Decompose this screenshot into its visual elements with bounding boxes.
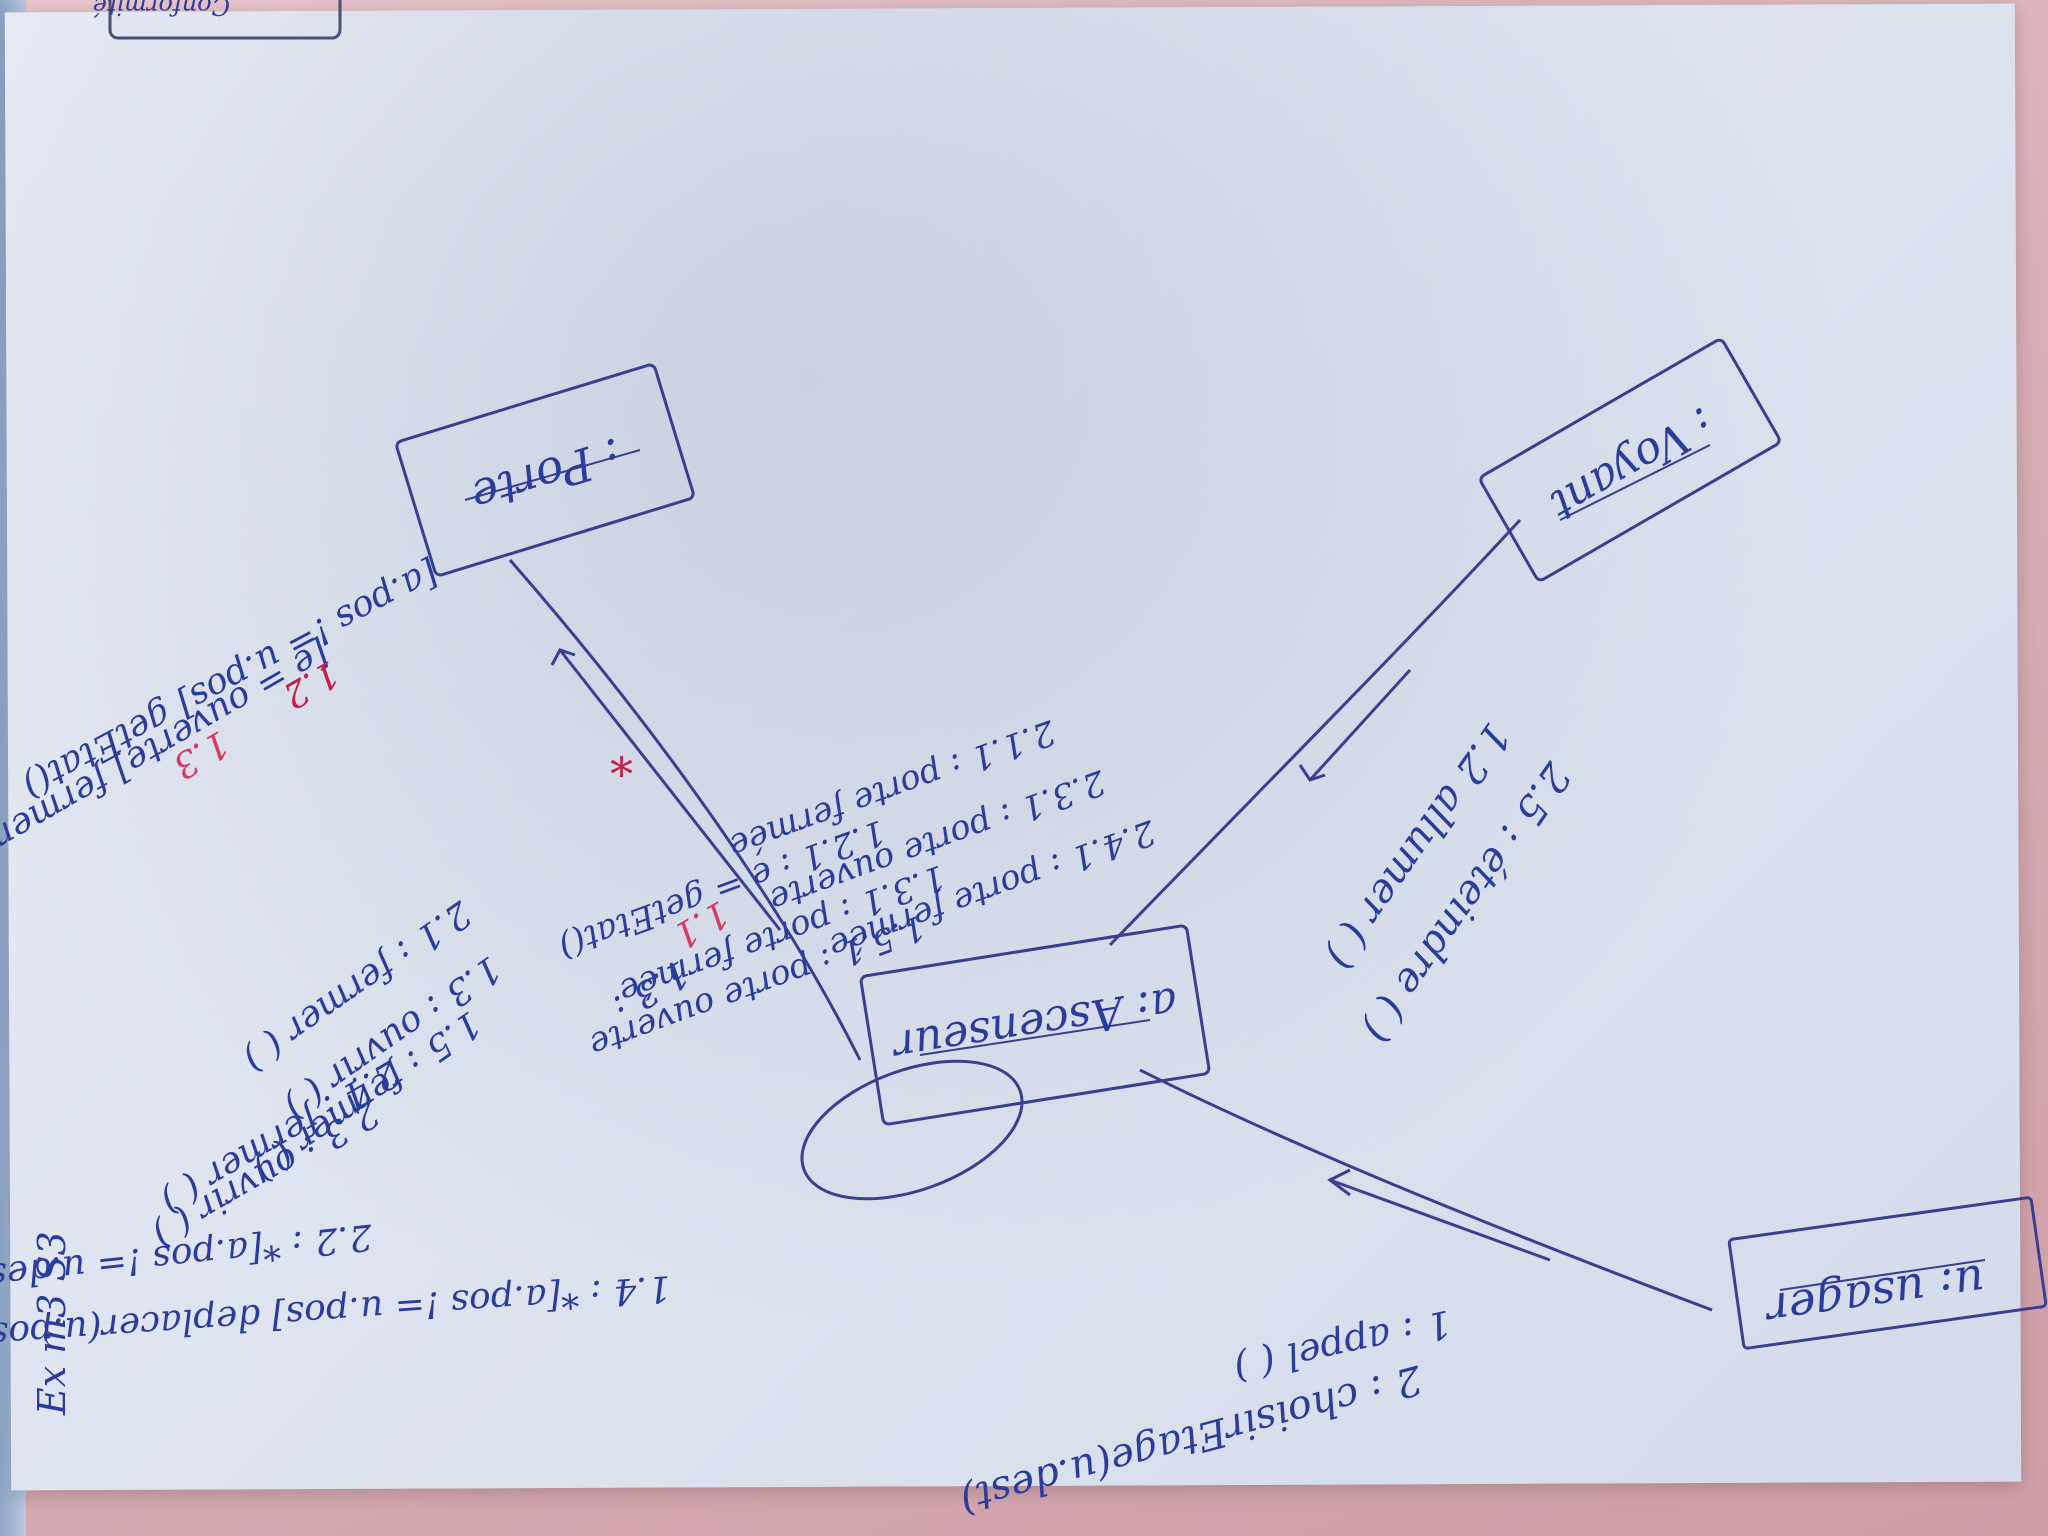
porte-label: : Porte — [465, 427, 629, 524]
object-voyant: : Voyant — [1479, 338, 1781, 582]
corner-stamp-text: Conformité — [93, 0, 230, 20]
object-usager: u: usager — [1727, 1196, 2048, 1350]
link-ascenseur-porte — [508, 559, 862, 1061]
msg-choisir-etage: 2 : choisirEtage(u.dest) — [955, 1355, 1427, 1523]
usager-label: u: usager — [1761, 1254, 1988, 1338]
arrow-usager-messages — [1329, 1178, 1551, 1262]
self-loop — [800, 1059, 1024, 1201]
link-ascenseur-voyant — [1108, 518, 1522, 947]
object-ascenseur: a: Ascenseur — [859, 924, 1211, 1126]
link-usager-ascenseur — [1139, 1068, 1713, 1312]
ascenseur-label: a: Ascenseur — [887, 977, 1181, 1073]
label-star: * — [610, 747, 633, 801]
side-label: Ex m3 S3 — [30, 1231, 74, 1416]
arrow-voyant-messages — [1308, 668, 1412, 782]
corner-stamp-box — [108, 0, 342, 40]
object-porte: : Porte — [395, 363, 695, 577]
arrow-porte-messages — [558, 649, 782, 931]
voyant-label: : Voyant — [1541, 397, 1723, 531]
